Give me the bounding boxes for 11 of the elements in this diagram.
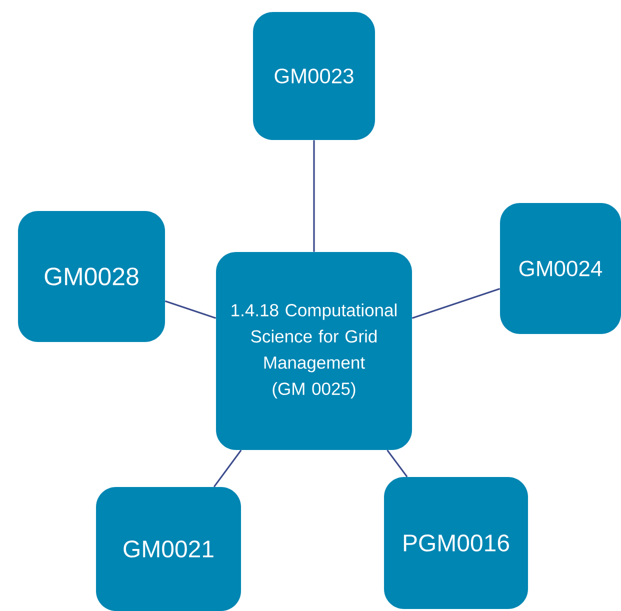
module-box: GM0021 bbox=[96, 487, 241, 611]
connector-line bbox=[386, 450, 408, 478]
connector-line bbox=[164, 300, 216, 319]
module-box: GM0024 bbox=[500, 203, 621, 334]
module-box: PGM0016 bbox=[384, 477, 528, 609]
connector-line bbox=[412, 288, 500, 319]
module-box: 1.4.18 Computational Science for Grid Management (GM 0025) bbox=[216, 252, 412, 450]
module-box: GM0028 bbox=[18, 211, 165, 342]
connector-line bbox=[313, 140, 315, 252]
connector-line bbox=[213, 450, 242, 488]
module-box: GM0023 bbox=[253, 12, 375, 140]
